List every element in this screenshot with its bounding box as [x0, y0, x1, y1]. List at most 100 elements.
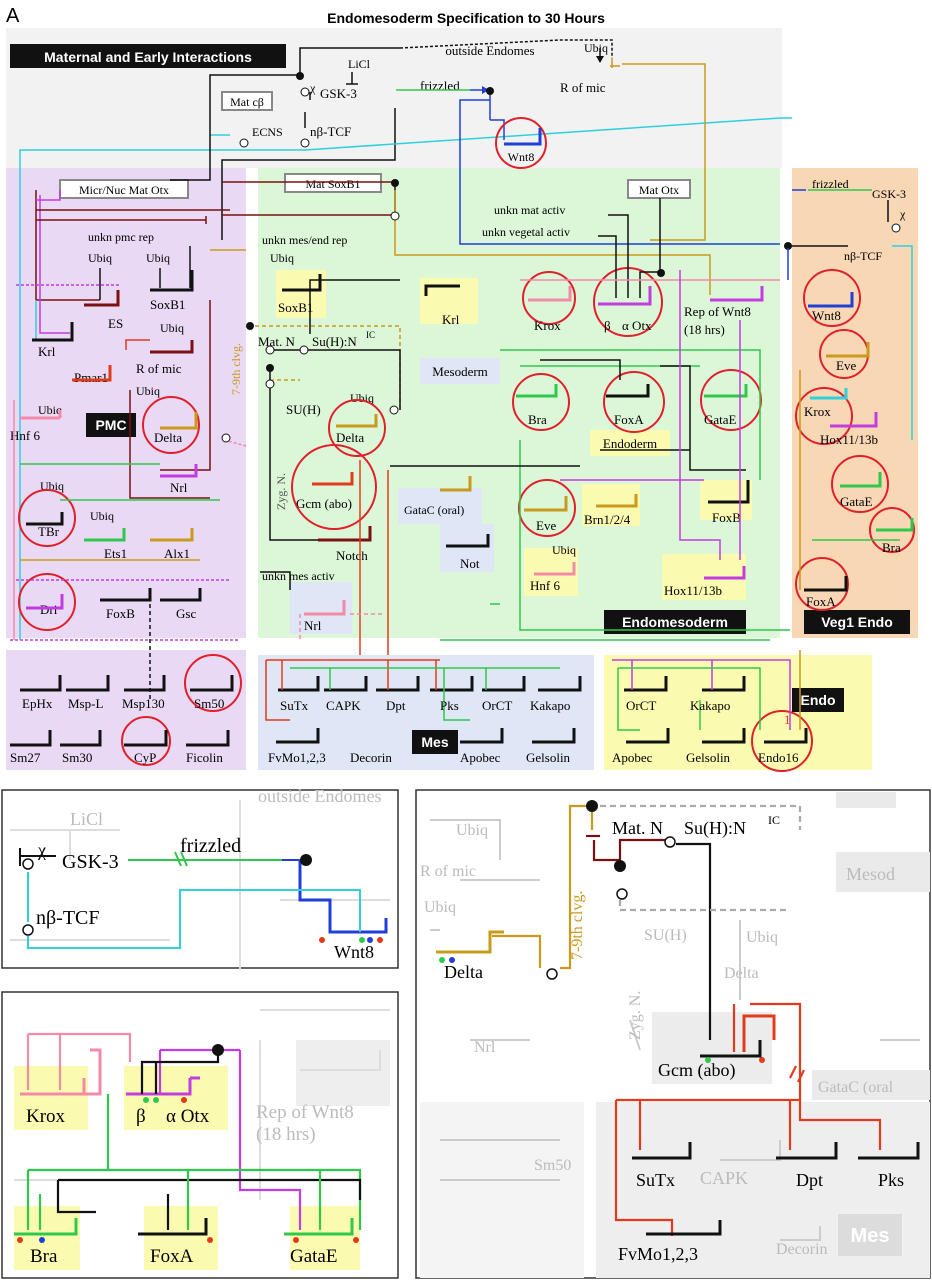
ubiq-hnf6-em-label: Ubiq [552, 543, 576, 557]
ubiq-soxb1-pmc-label: Ubiq [146, 251, 170, 265]
ubiq-rmic-label: Ubiq [584, 41, 608, 55]
rep-hrs-label: (18 hrs) [684, 322, 725, 337]
krl-pmc-label: Krl [38, 344, 56, 359]
mat-n-c-label: Mat. N [612, 818, 663, 838]
gsk3-b-label: GSK-3 [62, 851, 119, 873]
capk-c-label: CAPK [700, 1168, 748, 1188]
unkn-veg-label: unkn vegetal activ [482, 225, 570, 239]
decorin-c-label: Decorin [776, 1241, 828, 1258]
endo-terminal-wiring [612, 650, 801, 731]
kakapo-mes-label: Kakapo [530, 698, 570, 713]
panel-d: D Rep of Wnt8 (18 hrs) Krox β α Otx Bra … [1, 991, 399, 1279]
orct-mes-label: OrCT [482, 698, 512, 713]
nbtcf-label: nβ-TCF [310, 124, 351, 139]
chi-label: χ [309, 81, 316, 95]
endo-terminal-glyphs [624, 676, 808, 744]
pks-a-label: Pks [440, 698, 459, 713]
ubiq-soxb1-label: Ubiq [270, 251, 294, 265]
veg1-label-bg [804, 610, 910, 634]
unkn-mes-activ-label: unkn mes activ [262, 569, 335, 583]
sm27-label: Sm27 [10, 750, 41, 765]
ubiq-delta-pmc-label: Ubiq [136, 384, 160, 398]
fvmo-c-label: FvMo1,2,3 [618, 1244, 698, 1264]
nbtcf-veg-label: nβ-TCF [844, 249, 882, 263]
zyg-n-c-label: Zyg. N. [627, 991, 644, 1040]
pmc-wiring [10, 190, 247, 700]
eve-veg-label: Eve [836, 358, 856, 373]
pmc-label: PMC [95, 417, 126, 433]
outside-label: outside Endomes [445, 43, 534, 58]
krl-em-label: Krl [442, 312, 460, 327]
wnt8-top-label: Wnt8 [508, 150, 535, 164]
hnf6-box [524, 548, 578, 596]
ic-label: IC [366, 330, 375, 340]
ubiq-ets1-label: Ubiq [90, 509, 114, 523]
ubiq-c3-label: Ubiq [746, 929, 778, 946]
foxb-pmc-label: FoxB [106, 606, 135, 621]
beta-a-label: β [604, 318, 611, 333]
fvmo-a-label: FvMo1,2,3 [268, 750, 326, 765]
panel-letter-a: A [6, 5, 20, 27]
mat-cb-box [221, 91, 273, 111]
mesoderm-label: Mesoderm [432, 364, 488, 379]
alpha-otx-a-label: α Otx [622, 318, 652, 333]
apobec-mes-label: Apobec [460, 750, 501, 765]
gelsolin-mes-label: Gelsolin [526, 750, 571, 765]
dpt-c-label: Dpt [796, 1170, 823, 1190]
mes-label-bg [412, 730, 458, 754]
delta-c-label: Delta [444, 962, 483, 982]
gatae-a-label: GataE [704, 412, 737, 427]
chi-veg-label: χ [899, 207, 906, 221]
mes-c-label: Mes [851, 1225, 890, 1247]
not-box [440, 524, 494, 572]
wnt8-veg-label: Wnt8 [812, 308, 841, 323]
bra-veg-label: Bra [882, 540, 901, 555]
pks-c-label: Pks [878, 1170, 904, 1190]
clvg-label-a: 7-9th clvg. [229, 343, 243, 395]
licl-label: LiCl [348, 57, 371, 71]
nrl-c-label: Nrl [474, 1039, 496, 1056]
mes-label: Mes [421, 734, 448, 750]
soxb1-pmc-label: SoxB1 [150, 297, 185, 312]
su-h-nic-label: Su(H):N [312, 334, 357, 349]
endo-label: Endo [801, 692, 836, 708]
panel-b: B LiCl outside Endomes χ GSK-3 frizzled … [1, 786, 399, 970]
micr-nuc-box [59, 179, 189, 199]
veg1-circles [795, 269, 915, 611]
endoderm-label-box [590, 430, 670, 456]
krox-d-label: Krox [26, 1106, 66, 1127]
mes-terminal-wiring [265, 659, 560, 721]
sutx-c-label: SuTx [636, 1170, 675, 1190]
gatae-veg-label: GataE [840, 494, 873, 509]
frizzled-veg-label: frizzled [812, 177, 849, 191]
krox-a-label: Krox [534, 318, 561, 333]
dpt-a-label: Dpt [386, 698, 406, 713]
es-label: ES [108, 316, 123, 331]
notch-label: Notch [336, 548, 368, 563]
brn-label: Brn1/2/4 [584, 512, 631, 527]
r-of-mic-label: R of mic [136, 361, 182, 376]
maternal-label: Maternal and Early Interactions [44, 49, 252, 65]
cyp-label: CyP [134, 750, 156, 765]
mesod-c-label: Mesod [846, 864, 895, 884]
panel-a: A Endomesoderm Specification to 30 Hours… [6, 5, 918, 772]
soxb1-em-label: SoxB1 [278, 300, 313, 315]
sutx-a-label: SuTx [280, 698, 309, 713]
endo16-circle [751, 710, 813, 772]
pmc-terminal-genes [10, 654, 242, 766]
ets1-label: Ets1 [104, 546, 127, 561]
delta-c-grey-label: Delta [724, 965, 759, 982]
ficolin-label: Ficolin [186, 750, 223, 765]
sm50-label: Sm50 [194, 696, 224, 711]
foxa-a-label: FoxA [614, 412, 644, 427]
gatac-label: GataC (oral) [404, 503, 464, 517]
wnt8-b-label: Wnt8 [334, 942, 374, 962]
zyg-n-label-a: Zyg. N. [274, 473, 288, 510]
veg1-region [792, 168, 918, 638]
gsc-label: Gsc [176, 606, 196, 621]
ubiq-es-label: Ubiq [88, 251, 112, 265]
rep-hrs-d-label: (18 hrs) [256, 1124, 316, 1145]
em-circles [291, 267, 762, 537]
mat-soxb1-label: Mat SoxB1 [305, 177, 360, 191]
